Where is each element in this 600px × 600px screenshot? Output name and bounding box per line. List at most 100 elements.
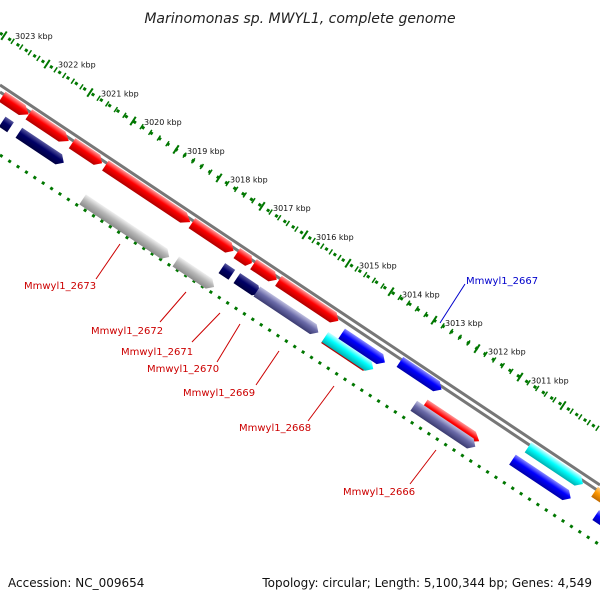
- feature-navy-3: [233, 273, 261, 296]
- gene-label-2669: Mmwyl1_2669: [183, 388, 255, 399]
- tick-mark: [397, 294, 402, 301]
- tick-label: 3015 kbp: [359, 262, 397, 271]
- tick-mark: [328, 248, 334, 255]
- feature-blue-3: [509, 454, 571, 501]
- tick-mark: [414, 305, 420, 312]
- tick-label: 3019 kbp: [187, 147, 225, 156]
- tick-mark: [577, 413, 583, 420]
- tick-mark: [233, 186, 239, 193]
- tick-mark: [405, 300, 411, 306]
- tick-mark: [569, 408, 574, 415]
- tick-label: 3014 kbp: [402, 290, 440, 299]
- tick-label: 3017 kbp: [273, 204, 311, 213]
- feature-red-8: [275, 275, 339, 323]
- tick-mark: [483, 351, 488, 358]
- leader-2669: [255, 350, 280, 386]
- feature-blue-2667: [396, 356, 442, 392]
- feature-navy-2: [15, 127, 64, 165]
- tick-mark: [354, 266, 359, 272]
- tick-mark: [500, 362, 506, 369]
- tick-track: [0, 30, 600, 432]
- tick-mark: [543, 391, 549, 398]
- tick-mark: [104, 101, 110, 107]
- tick-mark: [534, 385, 540, 392]
- topology-text: Topology: circular; Length: 5,100,344 bp…: [261, 576, 592, 590]
- tick-mark: [311, 237, 316, 244]
- tick-mark: [285, 220, 291, 227]
- tick-mark: [473, 343, 481, 354]
- feature-slate-2: [253, 286, 319, 335]
- leader-2672: [159, 291, 187, 323]
- tick-mark: [215, 173, 223, 183]
- leader-2667: [439, 283, 466, 324]
- tick-mark: [526, 379, 531, 386]
- tick-mark: [595, 425, 600, 432]
- tick-mark: [36, 55, 41, 62]
- tick-mark: [294, 226, 299, 233]
- accession-text: Accession: NC_009654: [8, 576, 144, 590]
- tick-mark: [380, 283, 385, 289]
- tick-mark: [86, 87, 94, 98]
- tick-mark: [156, 135, 162, 141]
- feature-red-10: [420, 399, 480, 442]
- tick-mark: [337, 254, 342, 261]
- tick-labels: 3023 kbp 3022 kbp 3021 kbp 3020 kbp 3019 kbp…: [15, 32, 569, 385]
- leader-2668: [307, 385, 335, 422]
- feature-blue-2: [338, 328, 385, 365]
- tick-label: 3022 kbp: [58, 61, 96, 70]
- tick-marks: [0, 30, 600, 432]
- feature-gray-1: [79, 194, 170, 259]
- gene-label-2670: Mmwyl1_2670: [147, 364, 219, 375]
- tick-mark: [70, 78, 76, 85]
- tick-mark: [559, 400, 567, 411]
- tick-mark: [43, 59, 51, 69]
- leader-2670: [216, 323, 241, 363]
- gene-label-2671: Mmwyl1_2671: [121, 347, 193, 358]
- tick-mark: [172, 144, 180, 155]
- feature-navy-1: [0, 116, 14, 133]
- tick-mark: [319, 243, 325, 250]
- feature-slate-3: [410, 400, 476, 449]
- tick-mark: [301, 230, 309, 240]
- tick-mark: [61, 72, 67, 79]
- tick-mark: [552, 396, 557, 403]
- feature-red-3: [68, 138, 103, 165]
- leader-2673: [95, 243, 121, 280]
- tick-mark: [423, 311, 428, 318]
- feature-red-2: [25, 109, 69, 142]
- tick-mark: [147, 129, 153, 136]
- tick-label: 3012 kbp: [488, 348, 526, 357]
- feature-red-6: [233, 248, 252, 266]
- tick-mark: [139, 123, 144, 130]
- tick-mark: [457, 334, 463, 341]
- tick-mark: [113, 106, 119, 113]
- map-title: Marinomonas sp. MWYL1, complete genome: [144, 11, 455, 27]
- tick-label: 3021 kbp: [101, 89, 139, 98]
- tick-mark: [10, 38, 15, 45]
- tick-mark: [96, 95, 101, 102]
- tick-mark: [18, 44, 24, 50]
- leader-2671: [191, 312, 221, 343]
- tick-mark: [258, 201, 266, 212]
- tick-mark: [387, 287, 395, 297]
- tick-mark: [362, 271, 368, 278]
- tick-label: 3020 kbp: [144, 118, 182, 127]
- tick-mark: [268, 209, 273, 215]
- tick-mark: [225, 180, 230, 187]
- tick-mark: [208, 169, 213, 176]
- tick-mark: [509, 368, 514, 375]
- tick-label: 3023 kbp: [15, 32, 53, 41]
- gene-label-2667: Mmwyl1_2667: [466, 276, 538, 287]
- tick-mark: [371, 277, 377, 284]
- tick-mark: [199, 163, 205, 170]
- feature-blue-4: [592, 510, 600, 538]
- feature-orange-1: [591, 486, 600, 513]
- gene-label-2672: Mmwyl1_2672: [91, 326, 163, 337]
- tick-mark: [129, 116, 137, 126]
- tick-label: 3011 kbp: [531, 376, 569, 385]
- tick-mark: [165, 140, 170, 147]
- forward-strand: [0, 91, 600, 513]
- tick-label: 3016 kbp: [316, 233, 354, 242]
- tick-mark: [251, 197, 256, 204]
